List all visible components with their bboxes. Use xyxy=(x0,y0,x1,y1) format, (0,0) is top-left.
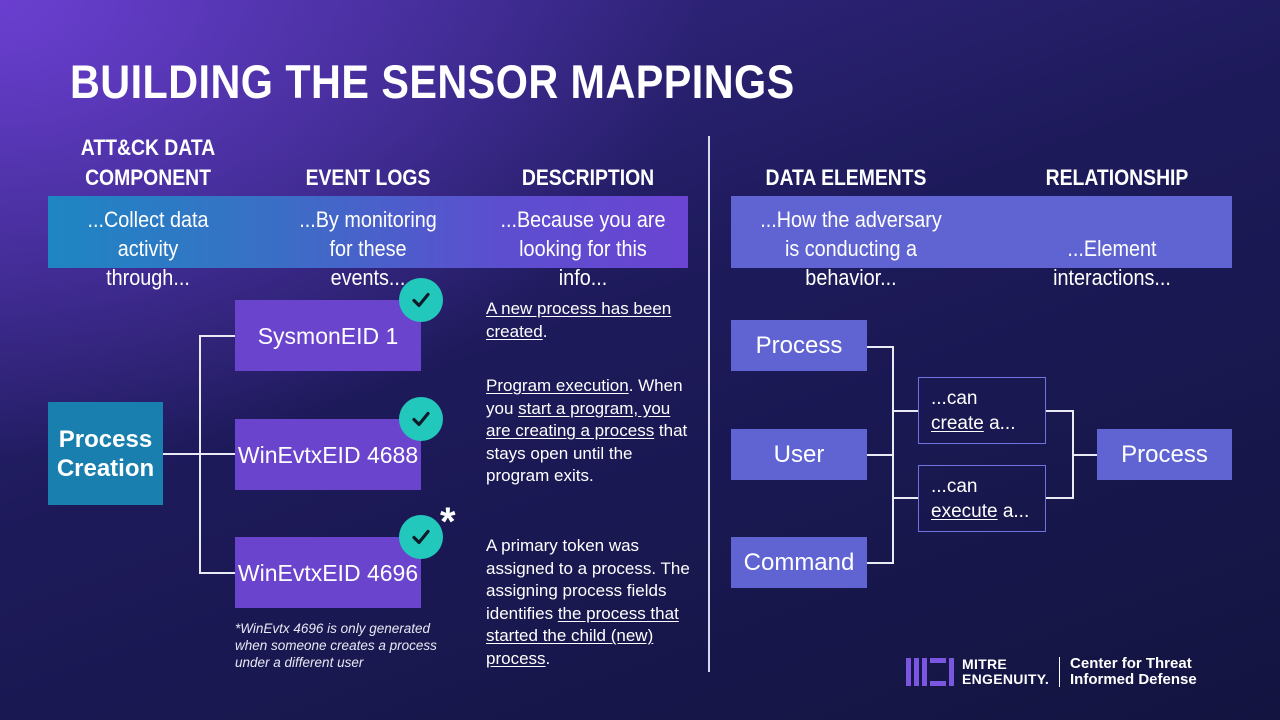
data-element-process: Process xyxy=(731,320,867,371)
rel-prefix: ...can xyxy=(931,476,978,497)
data-element-user: User xyxy=(731,429,867,480)
check-icon xyxy=(399,278,443,322)
logo-center-line1: Center for Threat xyxy=(1070,655,1192,672)
rel-suffix: a... xyxy=(983,413,1016,434)
band-data-elements: ...How the adversary is conducting a beh… xyxy=(760,207,942,290)
heading-data-elements: DATA ELEMENTS xyxy=(765,165,927,190)
description-1: A new process has been created. xyxy=(486,298,691,343)
desc-segment: that stays open until the program exits. xyxy=(486,421,688,485)
rel-prefix: ...can xyxy=(931,388,978,409)
heading-description: DESCRIPTION xyxy=(521,165,655,190)
band-event-logs: ...By monitoring for these events... xyxy=(299,207,437,290)
event-winevtx-4688: WinEvtxEID 4688 xyxy=(235,419,421,490)
page-title: BUILDING THE SENSOR MAPPINGS xyxy=(70,55,795,108)
connector xyxy=(892,410,918,412)
section-divider xyxy=(708,136,710,672)
heading-event-logs: EVENT LOGS xyxy=(305,165,431,190)
logo-separator xyxy=(1059,657,1061,687)
logo-org: MITRE ENGENUITY. xyxy=(962,657,1049,687)
event-sysmon-1: SysmonEID 1 xyxy=(235,300,421,371)
asterisk-icon: * xyxy=(440,500,456,544)
desc-segment: . When you xyxy=(486,376,683,418)
desc-segment: . xyxy=(545,648,551,668)
desc-segment: . xyxy=(542,321,548,341)
desc-segment: the process that started the child (new)… xyxy=(486,603,679,668)
connector xyxy=(1046,410,1073,412)
logo-org-line2: ENGENUITY. xyxy=(962,671,1050,687)
data-element-command: Command xyxy=(731,537,867,588)
logo-center-line2: Informed Defense xyxy=(1070,671,1197,688)
rel-line: create a... xyxy=(931,411,1033,436)
connector xyxy=(1072,454,1097,456)
desc-segment: start a program, you are creating a proc… xyxy=(486,398,671,441)
connector xyxy=(1046,497,1073,499)
desc-segment: A primary token was assigned to a proces… xyxy=(486,536,690,623)
connector xyxy=(867,454,893,456)
description-2: Program execution. When you start a prog… xyxy=(486,375,691,488)
footnote: *WinEvtx 4696 is only generated when som… xyxy=(235,621,437,670)
connector xyxy=(199,335,235,337)
rel-line: execute a... xyxy=(931,499,1033,524)
event-winevtx-4696: WinEvtxEID 4696 xyxy=(235,537,421,608)
left-header-band xyxy=(48,196,688,268)
mitre-logo: MITRE ENGENUITY. Center for Threat Infor… xyxy=(906,656,1197,688)
connector xyxy=(867,562,893,564)
connector xyxy=(199,572,235,574)
rel-verb: execute xyxy=(931,501,998,522)
desc-segment: A new process has been created xyxy=(486,299,672,341)
relationship-create: ...can create a... xyxy=(918,377,1046,444)
right-header-band xyxy=(731,196,1232,268)
band-description: ...Because you are looking for this info… xyxy=(500,207,666,290)
band-data-component: ...Collect data activity through... xyxy=(87,207,209,290)
desc-segment: Program execution xyxy=(486,376,629,395)
connector xyxy=(867,346,893,348)
connector xyxy=(163,453,200,455)
mitre-logo-icon xyxy=(906,658,954,686)
heading-relationship: RELATIONSHIP xyxy=(1045,165,1189,190)
check-icon xyxy=(399,515,443,559)
connector xyxy=(892,497,918,499)
rel-suffix: a... xyxy=(997,501,1030,522)
data-element-target-process: Process xyxy=(1097,429,1232,480)
band-relationship: ...Element interactions... xyxy=(1053,236,1171,290)
relationship-execute: ...can execute a... xyxy=(918,465,1046,532)
logo-center: Center for Threat Informed Defense xyxy=(1070,656,1197,688)
heading-data-component: ATT&CK DATA COMPONENT xyxy=(80,135,216,190)
rel-verb: create xyxy=(931,413,984,434)
connector xyxy=(199,453,235,455)
description-3: A primary token was assigned to a proces… xyxy=(486,535,691,670)
check-icon xyxy=(399,397,443,441)
data-component-process-creation: Process Creation xyxy=(48,402,163,505)
logo-org-line1: MITRE xyxy=(962,656,1008,672)
connector xyxy=(892,346,894,564)
